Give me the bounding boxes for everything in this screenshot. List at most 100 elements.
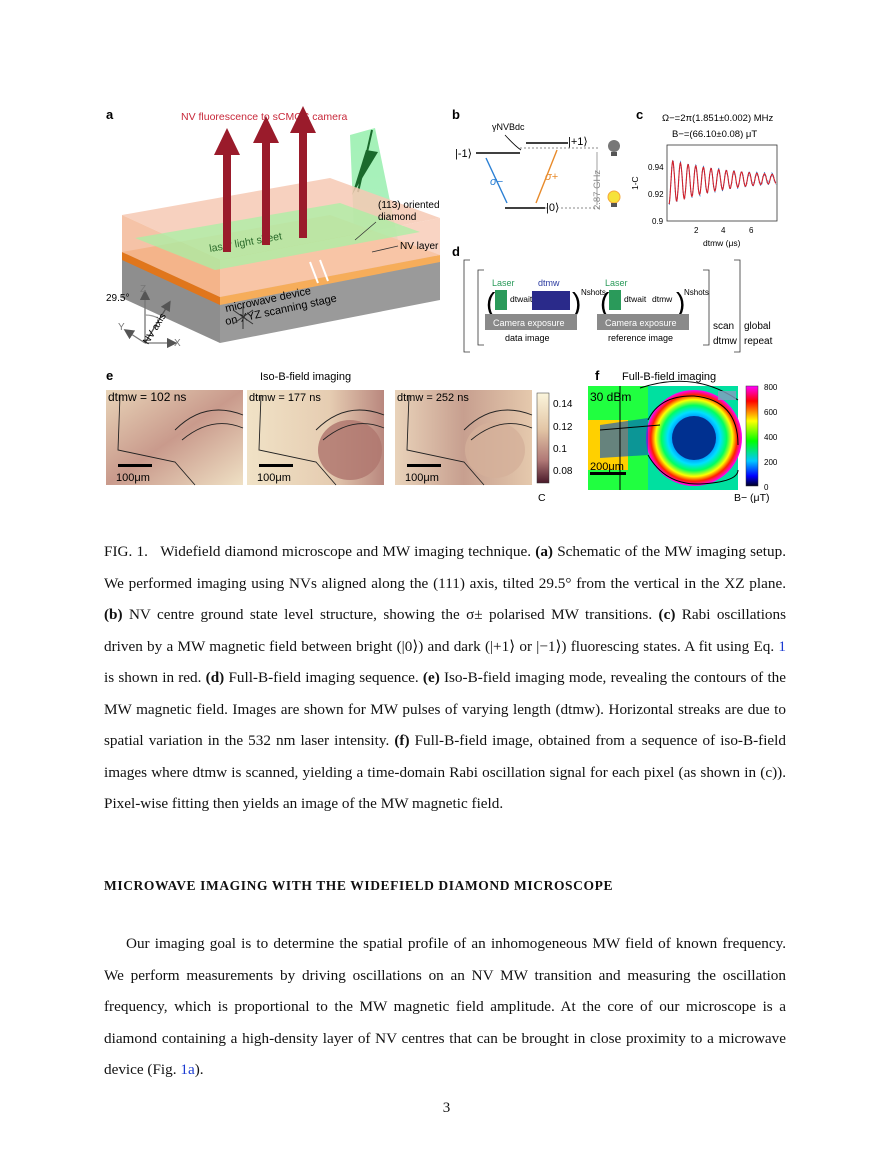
tile-1-label: dtmw = 102 ns bbox=[108, 390, 186, 404]
panel-a-letter: a bbox=[106, 107, 114, 122]
panel-f-letter: f bbox=[595, 368, 600, 383]
cbar-b-tick-4: 0 bbox=[764, 483, 769, 492]
axis-x: X bbox=[174, 338, 181, 349]
caption-c-text: Rabi oscillations driven by a MW magneti… bbox=[104, 606, 787, 655]
dtmw-label-2: dtmw bbox=[652, 294, 673, 304]
panel-e-title: Iso-B-field imaging bbox=[260, 371, 351, 383]
tile-2-scale: 100μm bbox=[257, 472, 291, 484]
rabi-ylabel: 1-C bbox=[630, 176, 640, 190]
state-0: |0⟩ bbox=[546, 202, 559, 214]
cbar-c-tick-1: 0.12 bbox=[553, 422, 573, 433]
laser-label-1: Laser bbox=[492, 278, 515, 288]
diamond-label-1: (113) oriented bbox=[378, 200, 440, 211]
caption-f-text: Full-B-field image, obtained from a sequ… bbox=[104, 732, 786, 812]
nv-layer-label: NV layer bbox=[400, 241, 439, 252]
coordinate-axes bbox=[123, 289, 178, 349]
global-label-1: global bbox=[744, 321, 771, 332]
power-label: 30 dBm bbox=[590, 390, 631, 404]
section-heading: MICROWAVE IMAGING WITH THE WIDEFIELD DIA… bbox=[104, 878, 614, 893]
caption-e-tag: (e) bbox=[422, 669, 440, 686]
sigma-plus-label: σ+ bbox=[545, 171, 559, 183]
figure-1: a NV fluorescence to sCMOS camera laser … bbox=[106, 106, 778, 504]
image-label-2: reference image bbox=[608, 333, 673, 343]
caption-c-tag: (c) bbox=[658, 606, 676, 623]
cbar-c-label: C bbox=[538, 492, 546, 504]
dtwait-label-1: dtwait bbox=[510, 294, 533, 304]
body-text: Our imaging goal is to determine the spa… bbox=[104, 935, 786, 1078]
figure-caption: FIG. 1. Widefield diamond microscope and… bbox=[104, 536, 786, 820]
state-minus1: |-1⟩ bbox=[455, 148, 472, 160]
cbar-c-tick-3: 0.08 bbox=[553, 466, 573, 477]
sigma-plus-arrow bbox=[535, 149, 558, 204]
xtick-1: 4 bbox=[721, 226, 726, 235]
laser-sheet bbox=[135, 203, 420, 270]
zfs-label: 2.87 GHz bbox=[592, 170, 603, 210]
diamond-label-2: diamond bbox=[378, 212, 416, 223]
map-scale: 200μm bbox=[590, 461, 624, 473]
caption-a-text: Schematic of the MW imaging setup. We pe… bbox=[104, 543, 787, 592]
tile-3-label: dtmw = 252 ns bbox=[397, 392, 469, 404]
fluorescence-arrows bbox=[214, 106, 316, 252]
full-field-map: 30 dBm 200μm bbox=[588, 380, 742, 490]
xtick-2: 6 bbox=[749, 226, 754, 235]
tile-1-scale: 100μm bbox=[116, 472, 150, 484]
mw-pulse-1 bbox=[532, 291, 570, 310]
caption-fig: FIG. 1. bbox=[104, 543, 148, 560]
panel-d-letter: d bbox=[452, 244, 460, 259]
iso-tile-3: dtmw = 252 ns 100μm bbox=[395, 390, 533, 486]
ytick-2: 0.9 bbox=[652, 217, 664, 226]
camera-label-1: Camera exposure bbox=[493, 318, 565, 328]
axis-y: Y bbox=[118, 322, 125, 333]
caption-b-tag: (b) bbox=[104, 606, 123, 623]
equation-link[interactable]: 1 bbox=[778, 637, 786, 655]
ytick-1: 0.92 bbox=[648, 190, 664, 199]
rabi-fit-series bbox=[668, 159, 777, 205]
caption-e-text: Iso-B-field imaging mode, revealing the … bbox=[104, 669, 787, 749]
rabi-plot-frame bbox=[666, 144, 778, 222]
scan-label-2: dtmw bbox=[713, 336, 738, 347]
state-plus1: |+1⟩ bbox=[568, 136, 588, 148]
dtwait-label-2: dtwait bbox=[624, 294, 647, 304]
iso-tile-2: dtmw = 177 ns 100μm bbox=[247, 390, 385, 486]
panel-e-letter: e bbox=[106, 368, 113, 383]
caption-b-text: NV centre ground state level structure, … bbox=[128, 606, 653, 623]
sigma-minus-label: σ− bbox=[490, 176, 504, 188]
bright-bulb-icon bbox=[607, 190, 621, 204]
scan-label-1: scan bbox=[713, 321, 734, 332]
paren-open-1: ( bbox=[486, 287, 496, 318]
caption-d-tag: (d) bbox=[205, 669, 225, 686]
paren-close-2: ) bbox=[676, 287, 685, 318]
sigma-minus-arrow bbox=[485, 157, 508, 204]
panel-c-letter: c bbox=[636, 107, 643, 122]
paren-open-2: ( bbox=[600, 287, 610, 318]
colorbar-b bbox=[745, 385, 759, 487]
rabi-xlabel: dtmw (μs) bbox=[703, 238, 741, 248]
laser-arrow bbox=[352, 150, 378, 195]
caption-a-tag: (a) bbox=[535, 543, 553, 560]
caption-d-text: Full-B-field imaging sequence. bbox=[228, 669, 419, 686]
ytick-0: 0.94 bbox=[648, 163, 664, 172]
global-label-2: repeat bbox=[744, 336, 773, 347]
laser-label-2: Laser bbox=[605, 278, 628, 288]
rabi-data-series bbox=[668, 160, 777, 205]
body-paragraph: Our imaging goal is to determine the spa… bbox=[104, 928, 786, 1086]
cbar-b-tick-3: 200 bbox=[764, 458, 778, 467]
figure-link[interactable]: 1a bbox=[180, 1061, 195, 1078]
image-label-1: data image bbox=[505, 333, 550, 343]
caption-f-tag: (f) bbox=[394, 732, 410, 749]
dark-bulb-icon bbox=[608, 140, 620, 152]
caption-c-text2: is shown in red. bbox=[104, 669, 202, 686]
stage-move-icon bbox=[232, 305, 254, 329]
laser-pulse-2 bbox=[609, 290, 621, 310]
angle-label: 29.5° bbox=[106, 293, 129, 304]
cbar-b-label: B− (μT) bbox=[734, 492, 770, 504]
panel-b-letter: b bbox=[452, 107, 460, 122]
cbar-b-tick-0: 800 bbox=[764, 383, 778, 392]
body-end: ). bbox=[194, 1061, 204, 1078]
camera-exposure-1 bbox=[485, 314, 577, 330]
page-number: 3 bbox=[442, 1100, 451, 1116]
cbar-b-tick-1: 600 bbox=[764, 408, 778, 417]
rabi-frequency-label: Ω−=2π(1.851±0.002) MHz bbox=[662, 113, 774, 124]
cbar-c-tick-0: 0.14 bbox=[553, 399, 573, 410]
cbar-b-tick-2: 400 bbox=[764, 433, 778, 442]
